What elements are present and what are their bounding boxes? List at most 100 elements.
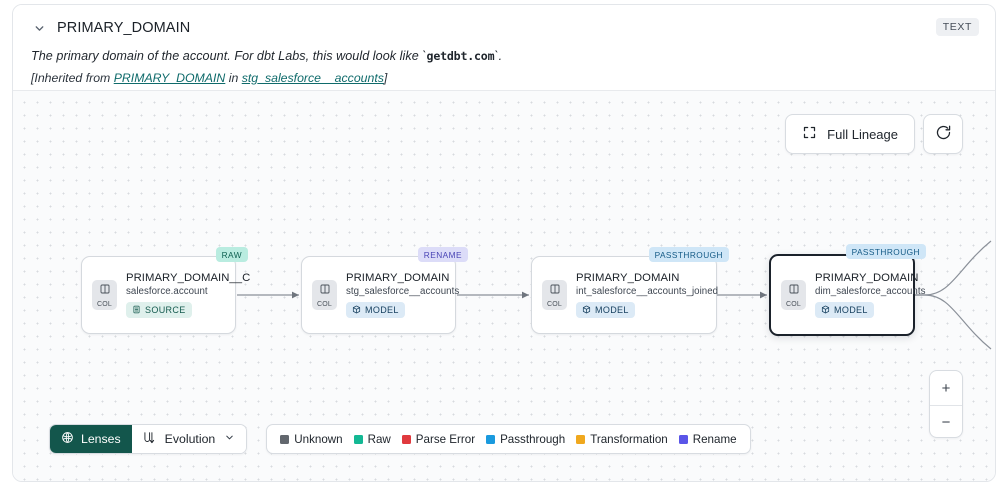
legend-swatch — [401, 434, 411, 444]
expand-icon — [802, 125, 817, 143]
type-badge: TEXT — [935, 18, 979, 36]
lineage-canvas[interactable]: Full Lineage RAW COL — [13, 91, 995, 481]
full-lineage-button[interactable]: Full Lineage — [785, 114, 915, 154]
columns-icon — [319, 282, 331, 300]
node-body: PRIMARY_DOMAIN dim_salesforce_accounts M… — [815, 272, 925, 318]
chevron-down-icon — [224, 432, 235, 446]
page-title: PRIMARY_DOMAIN — [57, 20, 191, 36]
node-kind-chip: SOURCE — [126, 302, 192, 318]
inherit-middle: in — [225, 71, 242, 85]
node-subtitle: int_salesforce__accounts_joined — [576, 286, 719, 297]
legend-label: Passthrough — [500, 432, 566, 446]
evolution-dropdown[interactable]: Evolution — [131, 425, 247, 453]
legend-label: Transformation — [590, 432, 668, 446]
lenses-label: Lenses — [81, 432, 121, 446]
evolution-label: Evolution — [164, 432, 216, 446]
lenses-segmented-control: Lenses Evolution — [49, 424, 248, 454]
column-type-label: COL — [317, 300, 332, 308]
legend-label: Parse Error — [415, 432, 476, 446]
column-type-badge: COL — [542, 280, 567, 310]
node-badge: RAW — [215, 247, 248, 262]
node-subtitle: stg_salesforce__accounts — [346, 286, 460, 297]
legend-swatch — [576, 434, 586, 444]
column-detail-card: PRIMARY_DOMAIN TEXT The primary domain o… — [12, 4, 996, 482]
zoom-in-button[interactable]: + — [941, 379, 951, 397]
node-kind-chip: MODEL — [815, 302, 874, 318]
column-type-label: COL — [97, 300, 112, 308]
columns-icon — [549, 282, 561, 300]
node-subtitle: salesforce.account — [126, 286, 208, 297]
node-body: PRIMARY_DOMAIN__C salesforce.account SOU… — [126, 272, 250, 318]
legend-label: Raw — [367, 432, 391, 446]
lineage-node[interactable]: PASSTHROUGH COL PRIMARY_DOMAIN int_sales… — [531, 247, 729, 334]
zoom-controls: + − — [929, 370, 963, 438]
node-kind-chip: MODEL — [346, 302, 405, 318]
legend-swatch — [353, 434, 363, 444]
node-body: PRIMARY_DOMAIN stg_salesforce__accounts … — [346, 272, 459, 318]
canvas-top-controls: Full Lineage — [785, 114, 963, 154]
legend-label: Unknown — [294, 432, 343, 446]
node-kind-label: MODEL — [834, 305, 868, 315]
legend-item: Raw — [353, 432, 391, 446]
lenses-button[interactable]: Lenses — [50, 425, 132, 453]
refresh-button[interactable] — [923, 114, 963, 154]
lineage-node[interactable]: RAW COL PRIMARY_DOMAIN__C salesforce.acc… — [81, 247, 250, 334]
database-icon — [132, 305, 141, 316]
node-kind-label: MODEL — [595, 305, 629, 315]
header-title-row: PRIMARY_DOMAIN — [31, 17, 977, 39]
legend-item: Passthrough — [486, 433, 565, 446]
legend-item: Unknown — [280, 432, 343, 446]
legend-swatch — [280, 434, 290, 444]
columns-icon — [788, 282, 800, 300]
column-description: The primary domain of the account. For d… — [31, 49, 977, 63]
node-name: PRIMARY_DOMAIN — [346, 272, 450, 284]
evolution-icon — [142, 431, 156, 448]
columns-icon — [99, 282, 111, 300]
node-badge: PASSTHROUGH — [845, 244, 926, 259]
lineage-node[interactable]: RENAME COL PRIMARY_DOMAIN stg_salesforce… — [301, 247, 468, 334]
inherit-prefix: [Inherited from — [31, 71, 114, 85]
node-body: PRIMARY_DOMAIN int_salesforce__accounts_… — [576, 272, 718, 318]
edge-out-upper — [915, 240, 992, 296]
column-type-badge: COL — [781, 280, 806, 310]
legend-swatch — [486, 434, 496, 444]
lineage-edges — [237, 240, 992, 350]
full-lineage-label: Full Lineage — [827, 126, 898, 142]
lens-icon — [61, 431, 74, 447]
column-type-badge: COL — [92, 280, 117, 310]
inherited-from-note: [Inherited from PRIMARY_DOMAIN in stg_sa… — [31, 71, 977, 85]
node-kind-chip: MODEL — [576, 302, 635, 318]
node-badge: RENAME — [417, 247, 468, 262]
node-kind-label: MODEL — [365, 305, 399, 315]
legend-item: Rename — [678, 432, 737, 446]
inherit-suffix: ] — [383, 71, 388, 85]
node-badge: PASSTHROUGH — [648, 247, 729, 262]
description-text-end: `. — [494, 49, 503, 63]
node-name: PRIMARY_DOMAIN — [576, 272, 680, 284]
legend-label: Rename — [692, 432, 737, 446]
cube-icon — [352, 305, 361, 316]
legend-item: Transformation — [576, 433, 668, 446]
column-type-label: COL — [786, 300, 801, 308]
node-subtitle: dim_salesforce_accounts — [815, 286, 926, 297]
node-kind-label: SOURCE — [145, 305, 186, 315]
inherited-model-link[interactable]: stg_salesforce__accounts — [241, 71, 384, 85]
description-code: getdbt.com — [426, 49, 495, 63]
edge-out-lower — [915, 294, 992, 350]
legend-item: Parse Error — [401, 432, 476, 446]
zoom-out-button[interactable]: − — [930, 405, 962, 437]
legend-swatch — [678, 434, 688, 444]
cube-icon — [821, 305, 830, 316]
edge-arrowheads — [292, 291, 767, 299]
node-name: PRIMARY_DOMAIN__C — [126, 272, 251, 284]
node-name: PRIMARY_DOMAIN — [815, 272, 919, 284]
canvas-bottom-bar: Lenses Evolution U — [49, 424, 751, 454]
chevron-down-icon[interactable] — [31, 20, 47, 36]
cube-icon — [582, 305, 591, 316]
description-text: The primary domain of the account. For d… — [31, 49, 427, 63]
inherited-column-link[interactable]: PRIMARY_DOMAIN — [113, 71, 226, 85]
lineage-node-selected[interactable]: PASSTHROUGH COL PRIMARY_DOMAIN dim_sales… — [769, 244, 926, 336]
column-type-badge: COL — [312, 280, 337, 310]
lineage-legend: Unknown Raw Parse Error Passthrough — [266, 424, 751, 454]
